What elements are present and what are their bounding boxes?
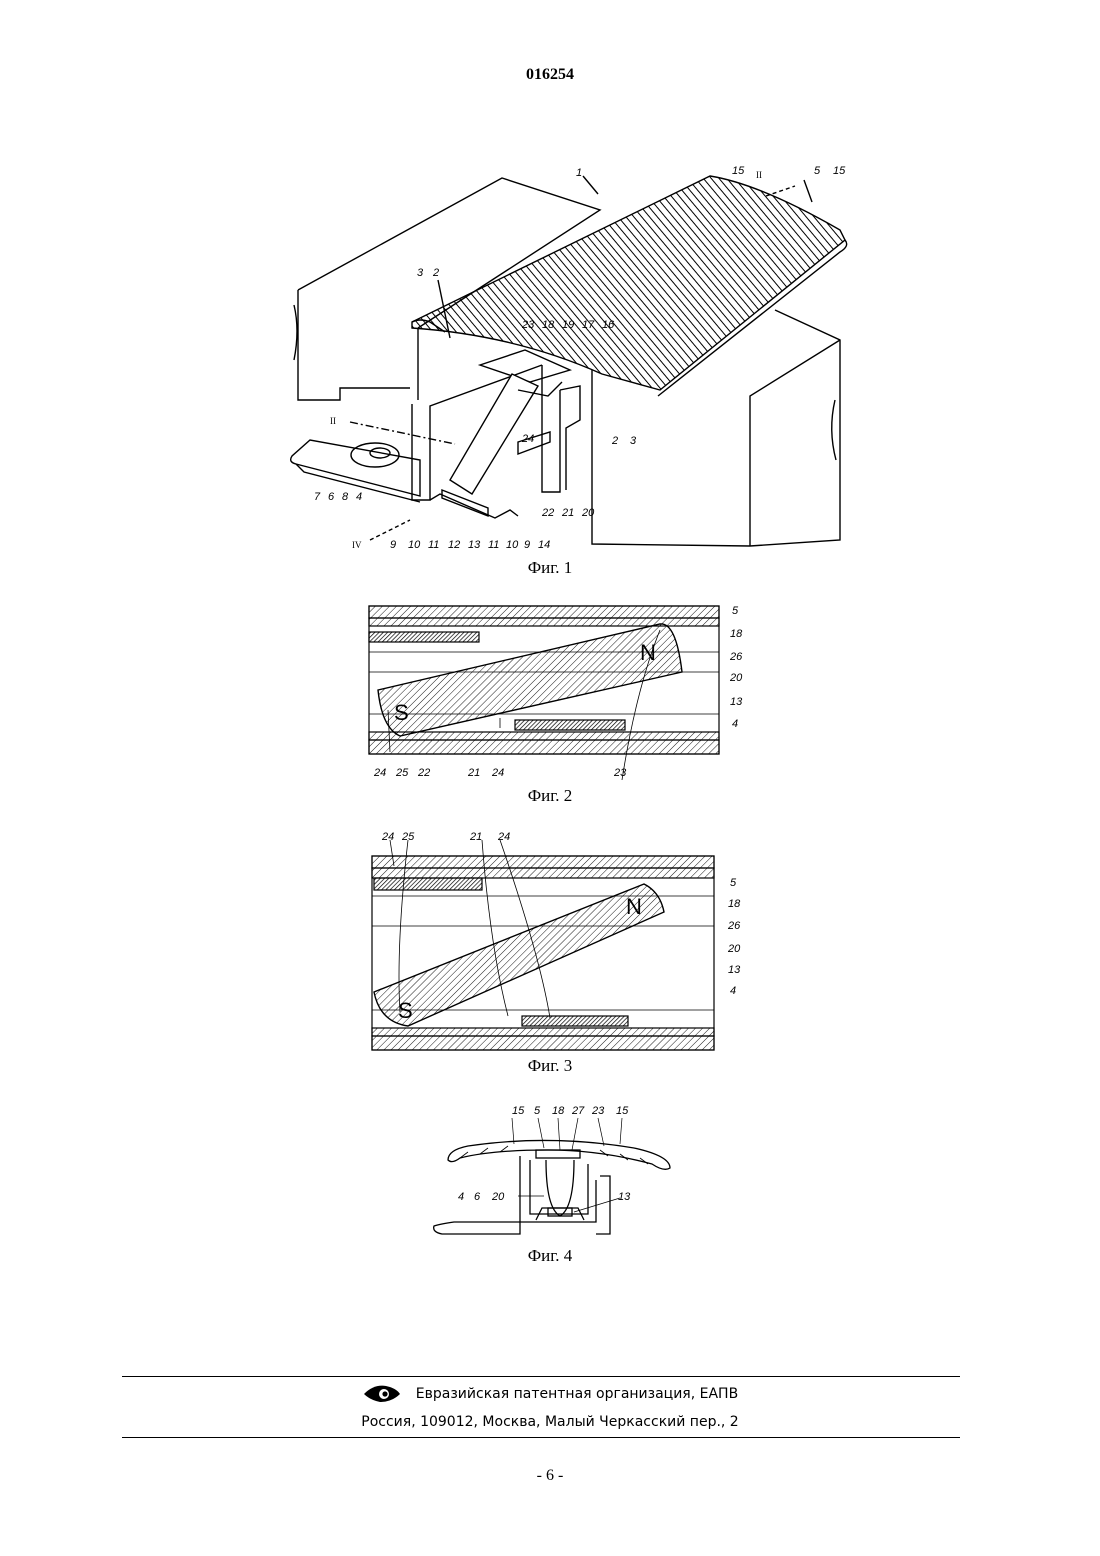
pole-north-label: N bbox=[640, 640, 656, 665]
fig1-label: IV bbox=[352, 540, 362, 550]
fig1-label: 6 bbox=[328, 491, 335, 503]
fig1-label: 20 bbox=[581, 507, 595, 519]
pole-north-label: N bbox=[626, 894, 642, 919]
fig4-label: 20 bbox=[491, 1191, 505, 1203]
fig1-label: 8 bbox=[342, 491, 349, 503]
fig3-label: 26 bbox=[727, 920, 741, 932]
fig3-label: 20 bbox=[727, 943, 741, 955]
fig3-label: 21 bbox=[469, 831, 482, 843]
fig2-label: 25 bbox=[395, 767, 409, 779]
fig1-label: 10 bbox=[506, 539, 519, 551]
fig4-label: 27 bbox=[571, 1105, 585, 1117]
figure-3-caption: Фиг. 3 bbox=[490, 1056, 610, 1076]
fig1-label: 11 bbox=[428, 539, 439, 551]
fig1-label: II bbox=[756, 170, 762, 180]
fig1-label: II bbox=[330, 416, 336, 426]
fig4-label: 23 bbox=[591, 1105, 605, 1117]
figure-2-drawing: N S 5 18 26 20 13 4 24 25 22 21 24 23 bbox=[360, 600, 760, 785]
fig4-label: 6 bbox=[474, 1191, 481, 1203]
eye-logo-icon bbox=[362, 1384, 402, 1404]
fig1-label: 21 bbox=[561, 507, 574, 519]
fig4-label: 4 bbox=[458, 1191, 464, 1203]
fig1-label: 17 bbox=[582, 319, 595, 331]
figure-4-caption: Фиг. 4 bbox=[490, 1246, 610, 1266]
footer-top-rule bbox=[122, 1376, 960, 1377]
fig1-label: 23 bbox=[521, 319, 535, 331]
fig4-label: 18 bbox=[552, 1105, 565, 1117]
fig2-label: 5 bbox=[732, 605, 739, 617]
fig3-label: 18 bbox=[728, 898, 741, 910]
fig1-label: 2 bbox=[611, 435, 618, 447]
fig2-label: 24 bbox=[373, 767, 386, 779]
fig1-label: 22 bbox=[541, 507, 554, 519]
pole-south-label: S bbox=[394, 700, 409, 725]
fig1-label: 9 bbox=[390, 539, 396, 551]
fig1-label: 16 bbox=[602, 319, 615, 331]
fig1-label: 1 bbox=[576, 167, 582, 179]
fig1-label: 4 bbox=[356, 491, 362, 503]
fig1-label: 5 bbox=[814, 165, 821, 177]
pole-south-label: S bbox=[398, 998, 413, 1023]
fig1-label: 11 bbox=[488, 539, 499, 551]
fig1-label: 2 bbox=[432, 267, 439, 279]
figure-2-caption: Фиг. 2 bbox=[490, 786, 610, 806]
fig1-label: 24 bbox=[521, 433, 534, 445]
fig3-label: 24 bbox=[381, 831, 394, 843]
fig3-label: 24 bbox=[497, 831, 510, 843]
fig1-label: 14 bbox=[538, 539, 550, 551]
fig1-label: 15 bbox=[833, 165, 846, 177]
fig2-label: 23 bbox=[613, 767, 627, 779]
page-number: - 6 - bbox=[0, 1467, 1100, 1485]
figure-1-caption: Фиг. 1 bbox=[490, 558, 610, 578]
fig1-label: 9 bbox=[524, 539, 530, 551]
footer-address: Россия, 109012, Москва, Малый Черкасский… bbox=[0, 1414, 1100, 1430]
fig1-label: 3 bbox=[417, 267, 424, 279]
fig2-label: 18 bbox=[730, 628, 743, 640]
figure-4-drawing: 15 5 18 27 23 15 4 6 20 13 bbox=[420, 1100, 690, 1245]
fig1-label: 10 bbox=[408, 539, 421, 551]
fig4-label: 15 bbox=[512, 1105, 525, 1117]
fig3-label: 25 bbox=[401, 831, 415, 843]
figure-3-drawing: N S 24 25 21 24 5 18 26 20 13 4 bbox=[360, 826, 760, 1056]
fig1-label: 12 bbox=[448, 539, 460, 551]
fig1-label: 3 bbox=[630, 435, 637, 447]
fig2-label: 24 bbox=[491, 767, 504, 779]
fig2-label: 26 bbox=[729, 651, 743, 663]
fig2-label: 4 bbox=[732, 718, 738, 730]
fig4-label: 5 bbox=[534, 1105, 541, 1117]
fig1-label: 19 bbox=[562, 319, 574, 331]
fig4-label: 13 bbox=[618, 1191, 631, 1203]
footer-bottom-rule bbox=[122, 1437, 960, 1438]
fig1-label: 15 bbox=[732, 165, 745, 177]
fig1-label: 18 bbox=[542, 319, 555, 331]
fig2-label: 20 bbox=[729, 672, 743, 684]
fig3-label: 5 bbox=[730, 877, 737, 889]
figure-1-drawing: 1 15 II 5 15 3 2 23 18 19 17 16 II 24 2 … bbox=[280, 160, 860, 560]
fig2-label: 22 bbox=[417, 767, 430, 779]
fig4-label: 15 bbox=[616, 1105, 629, 1117]
footer-org-name: Евразийская патентная организация, ЕАПВ bbox=[416, 1386, 738, 1402]
fig3-label: 4 bbox=[730, 985, 736, 997]
fig2-label: 21 bbox=[467, 767, 480, 779]
document-number: 016254 bbox=[0, 66, 1100, 84]
fig1-label: 7 bbox=[314, 491, 321, 503]
fig2-label: 13 bbox=[730, 696, 743, 708]
fig1-label: 13 bbox=[468, 539, 481, 551]
footer-org-line: Евразийская патентная организация, ЕАПВ bbox=[0, 1384, 1100, 1404]
fig3-label: 13 bbox=[728, 964, 741, 976]
